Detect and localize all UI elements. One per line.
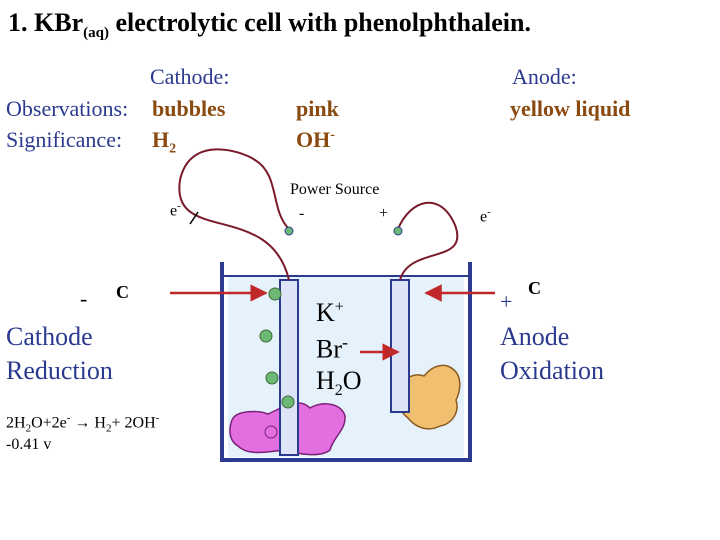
cathode-material: C	[116, 282, 129, 302]
power-minus: -	[299, 205, 305, 222]
cathode-observation: bubbles	[152, 96, 226, 121]
cathode-header: Cathode:	[150, 64, 230, 89]
bubble	[268, 287, 282, 301]
significance-label: Significance:	[6, 127, 123, 152]
anode-wire	[397, 201, 459, 281]
bromide-ion: Br-	[316, 332, 348, 364]
anode-sign: +	[500, 289, 513, 314]
electron-arrow	[189, 211, 199, 225]
positive-terminal	[393, 226, 403, 236]
bubble	[265, 371, 279, 385]
cathode-sign: -	[80, 286, 88, 311]
water-molecule: H2O	[316, 366, 362, 400]
middle-significance: OH-	[296, 127, 335, 152]
anode-material: C	[528, 278, 541, 298]
bubble	[281, 395, 295, 409]
anode-name: Anode	[500, 322, 570, 351]
standard-potential: -0.41 v	[6, 436, 52, 453]
electron-label-left: e-	[170, 200, 181, 220]
middle-observation: pink	[296, 96, 339, 121]
bubble	[259, 329, 273, 343]
observations-label: Observations:	[6, 96, 129, 121]
beaker	[220, 262, 472, 462]
electron-label-right: e-	[480, 206, 491, 226]
anode-observation: yellow liquid	[510, 96, 631, 121]
yellow-region	[396, 364, 461, 430]
negative-terminal	[284, 226, 294, 236]
cathode-name: Cathode	[6, 322, 93, 351]
anode-electrode	[390, 279, 410, 413]
cathode-process: Reduction	[6, 356, 113, 385]
title-text: 1. KBr	[8, 8, 84, 37]
title-rest: electrolytic cell with phenolphthalein.	[108, 8, 531, 37]
page-title: 1. KBr(aq) electrolytic cell with phenol…	[8, 8, 531, 42]
power-source-label: Power Source	[290, 181, 380, 198]
cathode-electrode	[279, 279, 299, 456]
half-reaction: 2H2O+2e- → H2+ 2OH-	[6, 412, 160, 435]
anode-header: Anode:	[512, 64, 577, 89]
power-plus: +	[379, 205, 389, 222]
pink-bubble	[264, 425, 278, 439]
cathode-significance: H2	[152, 127, 177, 157]
potassium-ion: K+	[316, 298, 344, 327]
anode-process: Oxidation	[500, 356, 604, 385]
title-subscript: (aq)	[83, 25, 109, 42]
cathode-wire	[178, 148, 290, 281]
